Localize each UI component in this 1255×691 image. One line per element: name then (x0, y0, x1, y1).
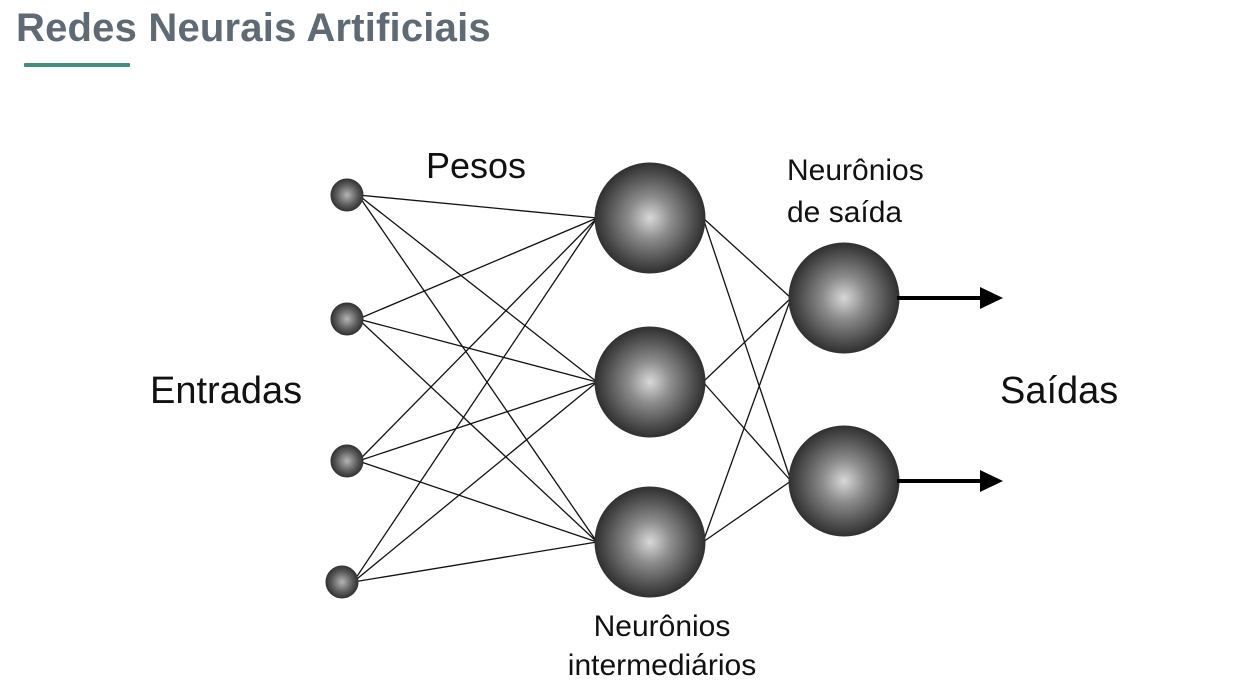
title-underline (24, 63, 130, 67)
output-arrow-1-head (980, 287, 1003, 309)
weight-edge-input4-hidden3 (353, 541, 598, 583)
output-neuron-2 (788, 425, 900, 537)
weight-edge-input1-hidden3 (357, 194, 598, 543)
weight-edge-hidden3-output1 (702, 297, 792, 543)
output-neuron-1 (788, 242, 900, 354)
weight-edge-hidden1-output1 (702, 217, 792, 299)
outputs-label: Saídas (1000, 370, 1118, 412)
hidden-neuron-1 (594, 162, 706, 274)
weight-edge-input2-hidden3 (357, 318, 598, 543)
hidden-neuron-3 (594, 486, 706, 598)
weight-edge-hidden3-output2 (702, 480, 792, 543)
weight-edge-input4-hidden1 (352, 217, 598, 583)
neuron-nodes (325, 162, 900, 599)
weight-edge-input2-hidden2 (358, 318, 598, 383)
weight-edge-hidden2-output2 (702, 381, 792, 482)
weights-label: Pesos (426, 145, 526, 186)
inputs-label: Entradas (150, 370, 302, 412)
input-neuron-2 (330, 302, 364, 336)
output-neurons-label-line1: Neurônios (787, 154, 924, 187)
hidden-neurons-label-line2: intermediários (568, 649, 756, 682)
weight-edge-input3-hidden3 (357, 460, 598, 543)
hidden-neurons-label-line1: Neurônios (594, 610, 731, 643)
weight-edge-hidden2-output1 (702, 297, 792, 383)
input-neuron-1 (330, 178, 364, 212)
weight-edge-input1-hidden2 (357, 194, 598, 383)
hidden-neuron-2 (594, 326, 706, 438)
weight-edge-input1-hidden1 (358, 194, 598, 219)
weight-edge-hidden1-output2 (702, 217, 792, 482)
input-neuron-4 (325, 565, 359, 599)
weight-edge-input2-hidden1 (357, 217, 598, 320)
output-arrows (897, 287, 1003, 492)
connection-lines (352, 194, 792, 583)
weight-edge-input4-hidden2 (352, 381, 598, 583)
weight-edge-input3-hidden1 (357, 217, 598, 462)
input-neuron-3 (330, 444, 364, 478)
slide-title: Redes Neurais Artificiais (16, 6, 491, 50)
output-arrow-2-head (980, 470, 1003, 492)
output-neurons-label-line2: de saída (787, 196, 902, 229)
weight-edge-input3-hidden2 (357, 381, 598, 462)
